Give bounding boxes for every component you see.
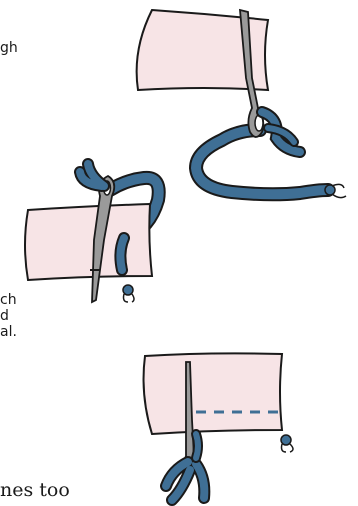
step-1-illustration [137, 10, 346, 198]
step-2-illustration [25, 164, 159, 302]
thread-knot-1 [325, 185, 335, 195]
thread-knot-2 [123, 285, 133, 295]
fabric-swatch-2 [25, 204, 152, 280]
fabric-swatch-3 [144, 353, 282, 434]
thread-knot-3 [281, 435, 291, 445]
step-3-illustration [144, 353, 293, 500]
